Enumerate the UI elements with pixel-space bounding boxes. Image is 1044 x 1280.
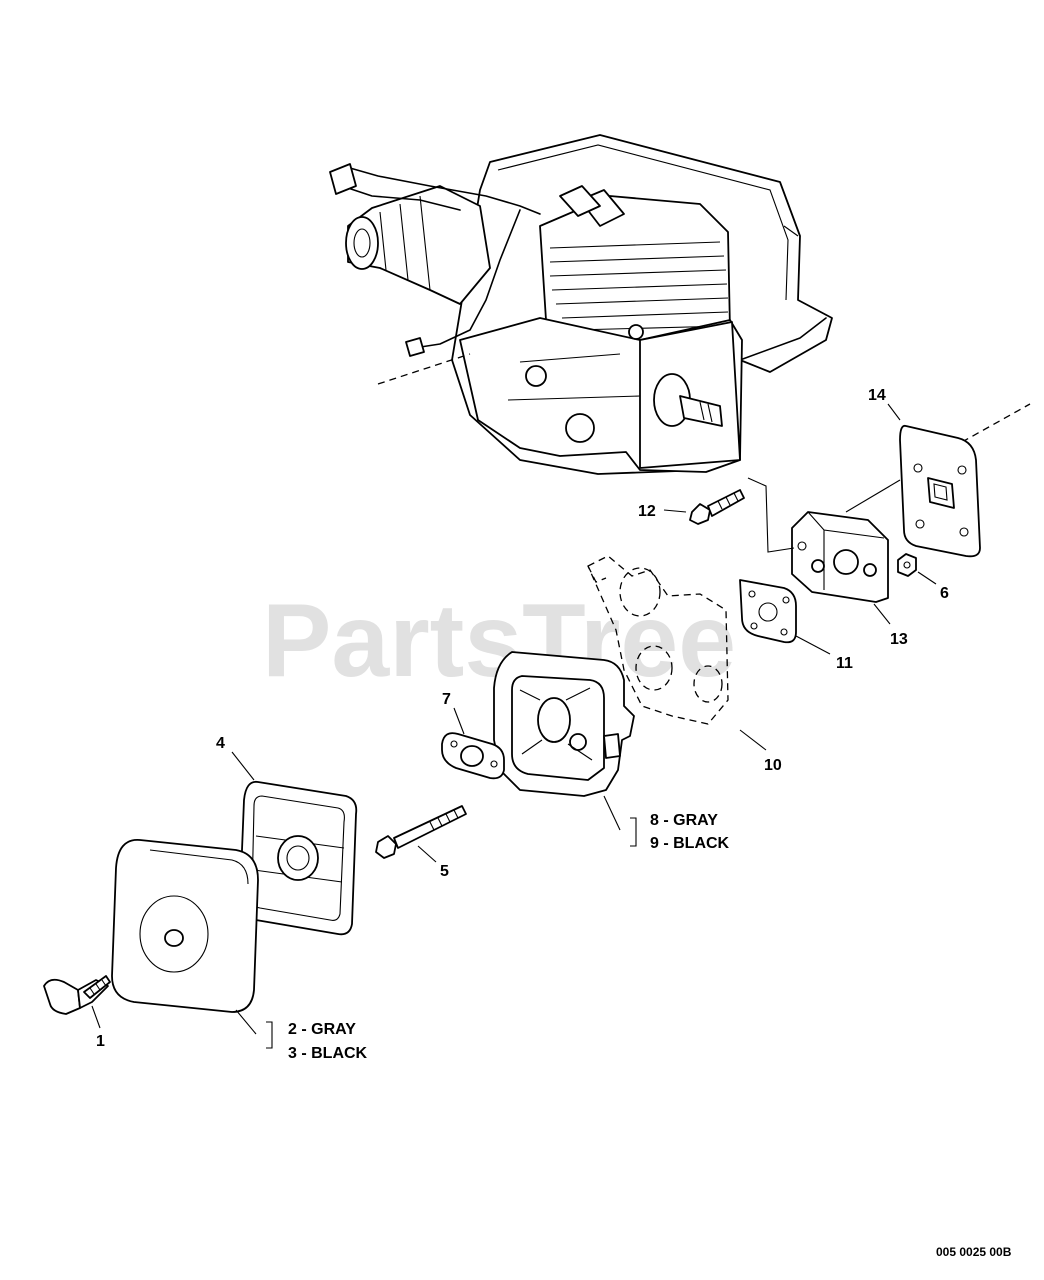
callout-7: 7 (442, 691, 451, 708)
callout-14: 14 (868, 387, 886, 404)
part-7-plate: 7 (441, 691, 505, 780)
callout-6: 6 (940, 585, 949, 602)
part-10-carburetor: 10 (587, 555, 782, 774)
part-14-gasket: 14 (868, 387, 981, 558)
engine-assembly (329, 134, 1031, 475)
part-13-insulator: 13 (791, 479, 908, 648)
part-12-bolt: 12 (638, 477, 795, 553)
part-11-gasket: 11 (739, 579, 853, 672)
callout-10: 10 (764, 757, 782, 774)
callout-13: 13 (890, 631, 908, 648)
part-8-9-air-cleaner-case: 8 - GRAY 9 - BLACK (493, 651, 730, 852)
callout-9: 9 - BLACK (650, 835, 730, 852)
part-4-filter: 4 (216, 735, 358, 936)
part-5-bolt: 5 (375, 805, 467, 880)
callout-11: 11 (836, 655, 853, 672)
drawing-code: 005 0025 00B (936, 1245, 1012, 1259)
callout-3: 3 - BLACK (288, 1045, 368, 1062)
callout-1: 1 (96, 1033, 105, 1050)
callout-4: 4 (216, 735, 225, 752)
callout-12: 12 (638, 503, 656, 520)
part-2-3-cover: 2 - GRAY 3 - BLACK (111, 839, 368, 1062)
part-1-wing-knob: 1 (43, 975, 111, 1050)
callout-5: 5 (440, 863, 449, 880)
callout-8: 8 - GRAY (650, 812, 718, 829)
callout-2: 2 - GRAY (288, 1021, 356, 1038)
part-6-nut: 6 (897, 553, 949, 602)
